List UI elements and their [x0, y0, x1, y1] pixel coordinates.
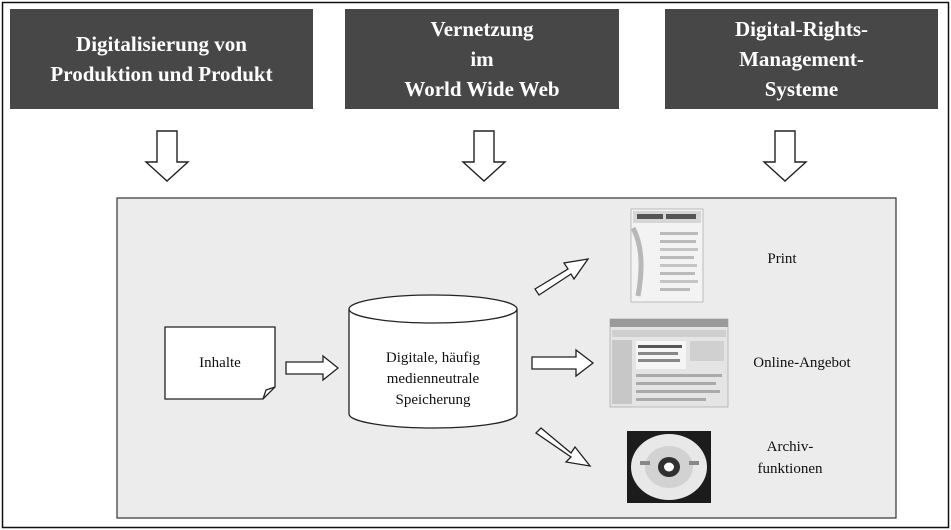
header-box-digitalisierung: Digitalisierung von Produktion und Produ… — [10, 9, 313, 109]
arrow-to-archive — [534, 427, 592, 467]
storage-cylinder — [348, 309, 518, 429]
content-document-shape — [164, 326, 276, 400]
archive-label: Archiv- funktionen — [757, 439, 823, 477]
arrow-to-online — [531, 348, 595, 378]
online-label: Online-Angebot — [753, 355, 851, 371]
print-label: Print — [767, 251, 797, 267]
document-fold — [262, 386, 276, 400]
arrow-to-print — [534, 258, 590, 296]
storage-label: Digitale, häufig medienneutrale Speicher… — [385, 350, 481, 408]
storage-cylinder-top — [348, 294, 518, 324]
header-box-drm: Digital-Rights- Management- Systeme — [665, 9, 938, 109]
archive-cd-thumbnail — [627, 431, 711, 503]
header-box-vernetzung: Vernetzung im World Wide Web — [345, 9, 619, 109]
down-arrow-1 — [144, 130, 190, 182]
print-thumbnail — [630, 208, 704, 303]
down-arrow-3 — [762, 130, 808, 182]
down-arrow-2 — [461, 130, 507, 182]
inhalte-label: Inhalte — [199, 355, 241, 371]
arrow-to-storage — [285, 354, 340, 382]
online-thumbnail — [609, 318, 729, 408]
